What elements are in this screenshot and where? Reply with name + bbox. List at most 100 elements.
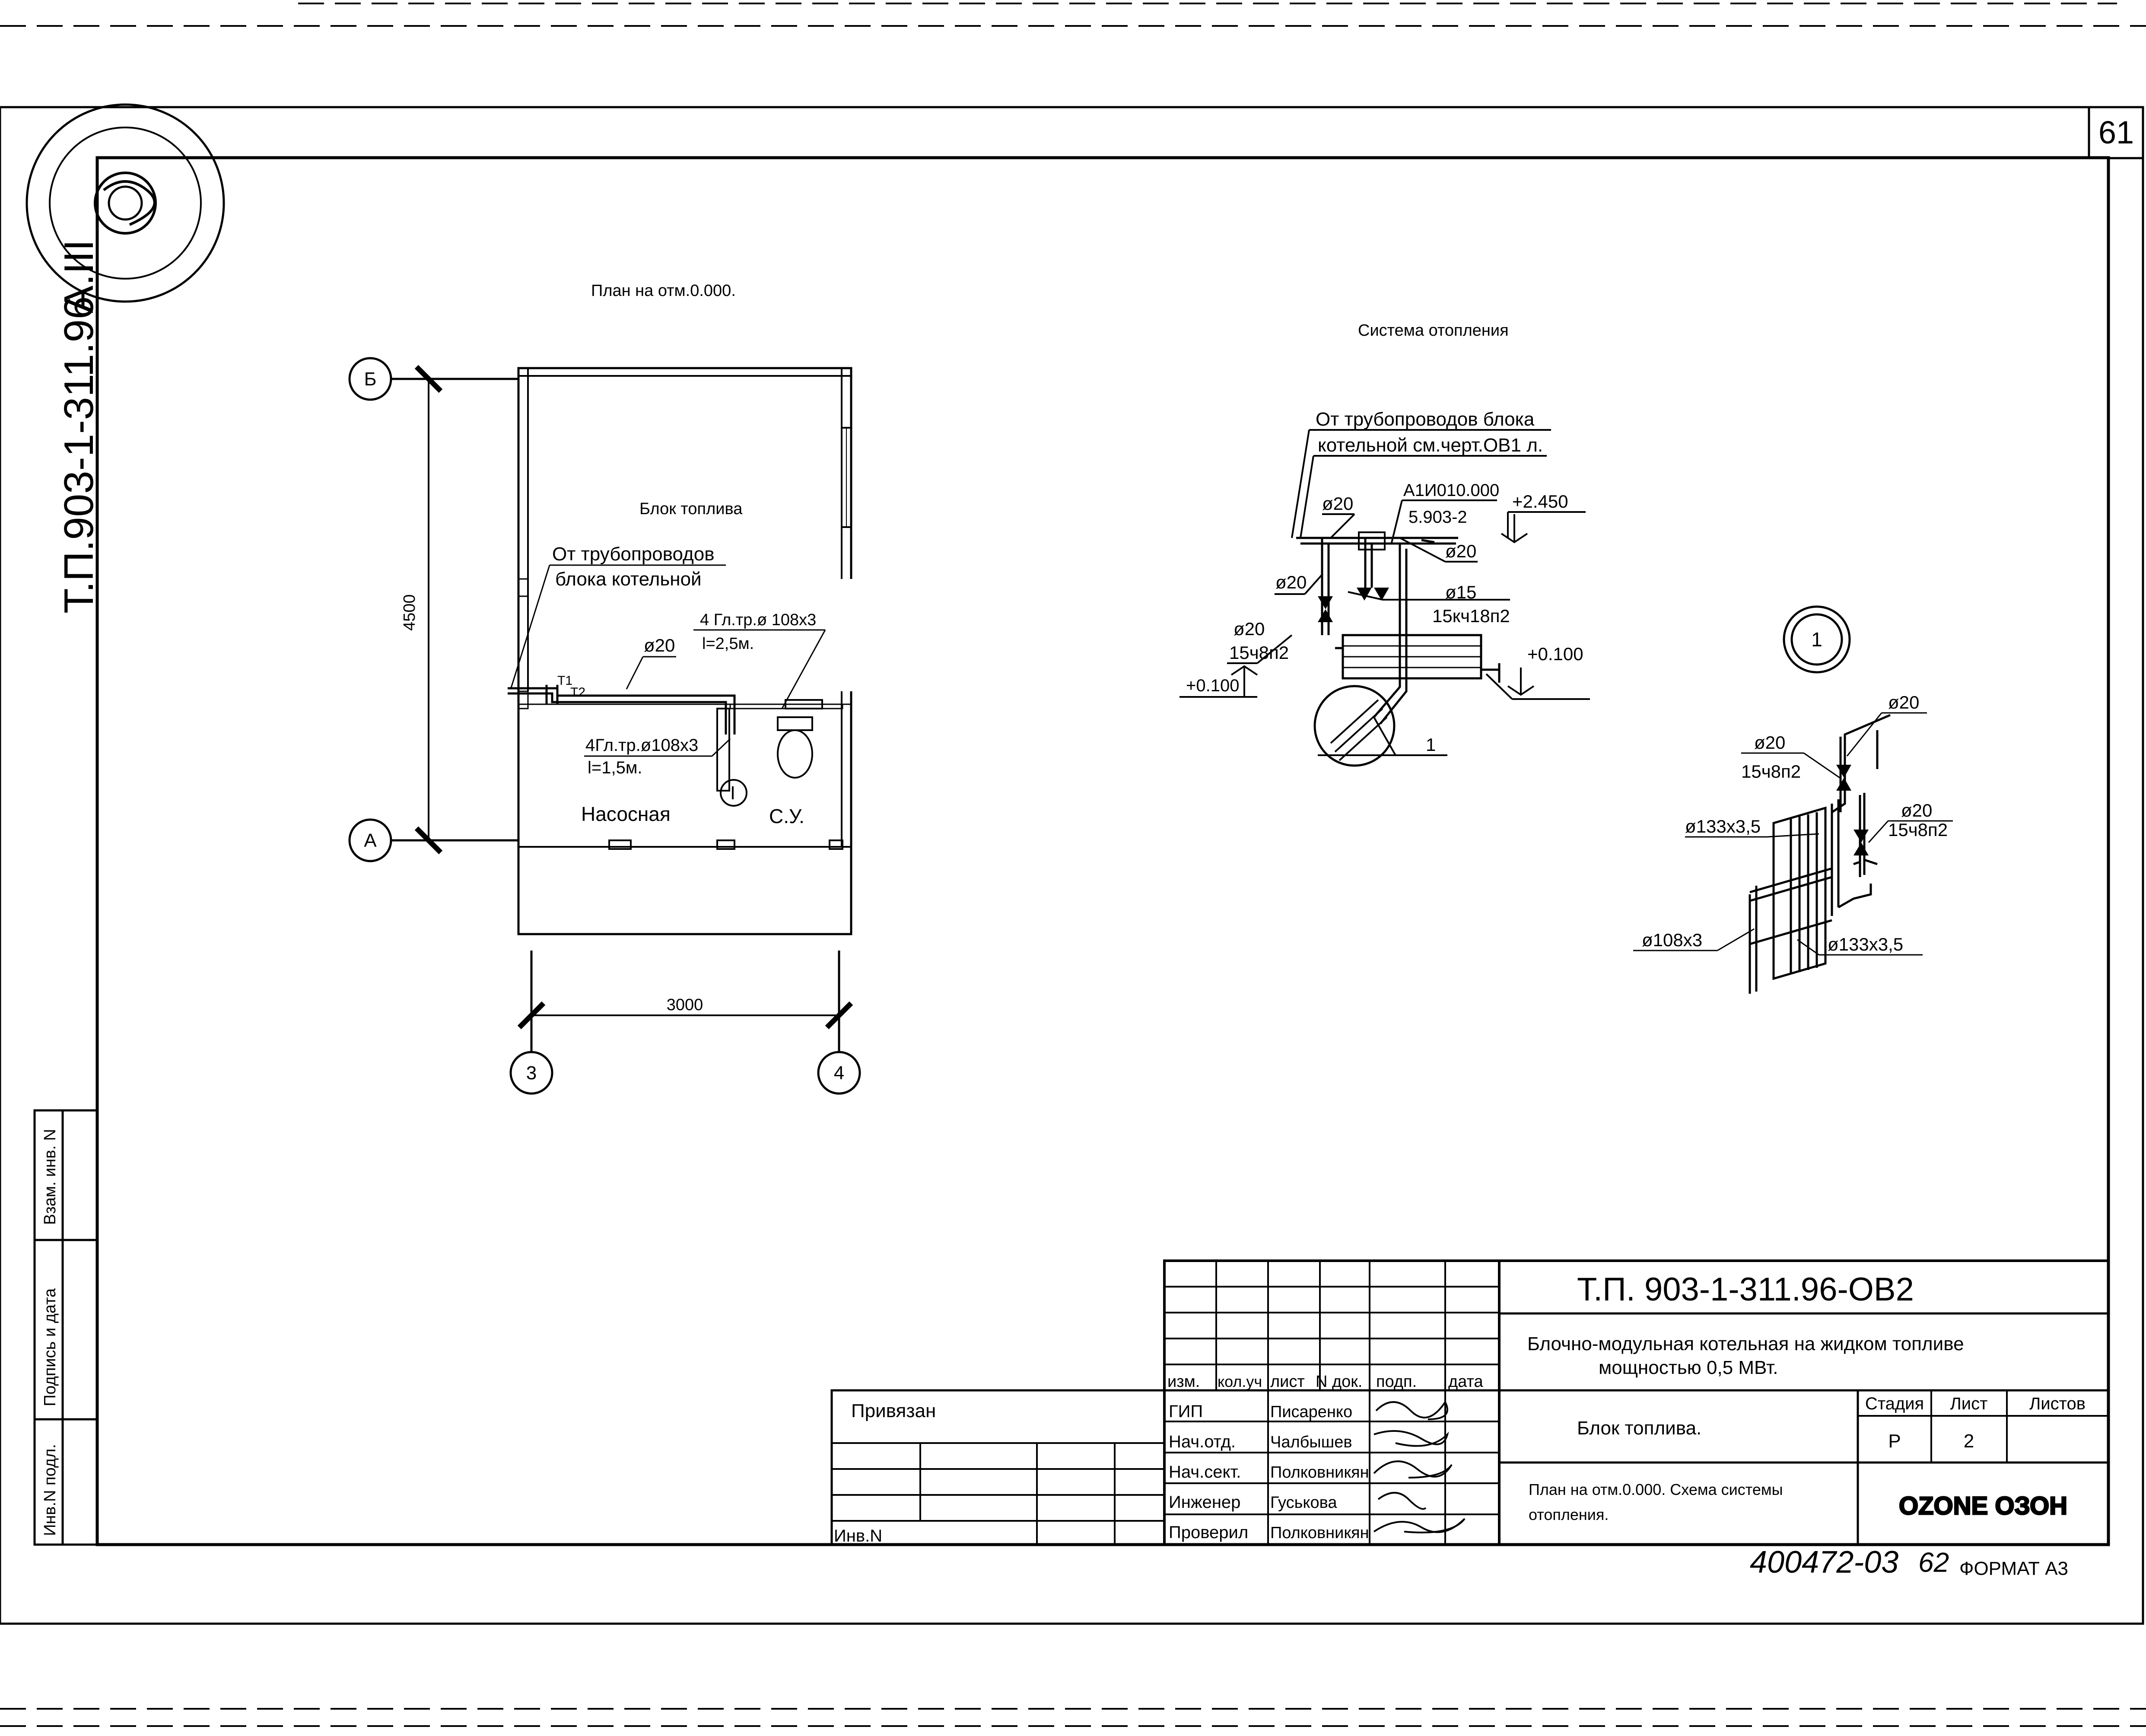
callout-number: 1 [1426, 734, 1436, 755]
side-album: А.III [56, 239, 102, 313]
hdr-ndok: N док. [1316, 1373, 1363, 1391]
elev-2450: +2.450 [1512, 491, 1568, 512]
plan-title: План на отм.0.000. [591, 282, 736, 300]
detail-leaders [1633, 712, 1953, 956]
handwritten-page: 62 [1918, 1547, 1949, 1578]
dim-4500: 4500 [401, 594, 419, 631]
pipe-upper-1: 4 Гл.тр.ø 108х3 [700, 611, 816, 629]
code-a1i010: А1И010.000 [1403, 481, 1499, 500]
drawing-name-1: План на отм.0.000. Схема системы [1529, 1481, 1783, 1498]
callout-hatch [1330, 699, 1388, 761]
d15: ø15 [1445, 582, 1476, 602]
floor-plan: План на отм.0.000. [348, 282, 861, 1095]
system-elev-marks [1180, 514, 1535, 698]
role-gip: ГИП [1169, 1402, 1203, 1421]
hdr-podp: подп. [1376, 1373, 1417, 1391]
role-proveril: Проверил [1169, 1523, 1248, 1542]
dim-3000: 3000 [667, 996, 703, 1014]
hdr-data: дата [1448, 1373, 1483, 1391]
left-label-inv: Инв.N подл. [41, 1444, 59, 1536]
room-pump: Насосная [581, 803, 671, 825]
detail-pipes [1749, 714, 1891, 994]
signatures [1373, 1400, 1466, 1533]
col-listov: Листов [2029, 1394, 2086, 1413]
detail-1: 1 [1633, 605, 1953, 994]
plan-walls [517, 367, 853, 935]
pipe-lower-2: l=1,5м. [588, 758, 642, 777]
col-stadiya: Стадия [1865, 1394, 1924, 1413]
detail-valves [1836, 765, 1869, 855]
side-code: Т.П.903-1-311.96 [56, 296, 102, 614]
hdr-list: лист [1270, 1373, 1305, 1391]
ozone-logo: OZONE ОЗОН [1898, 1491, 2068, 1521]
name-gip: Писаренко [1270, 1403, 1352, 1421]
stage-value: Р [1888, 1431, 1901, 1452]
wc-fixtures [720, 716, 813, 807]
tag-t1: Т1 [557, 674, 572, 688]
d20-top: ø20 [1322, 493, 1353, 514]
hdr-kol: кол.уч [1218, 1373, 1262, 1390]
name-inzhener: Гуськова [1270, 1494, 1337, 1512]
detail-d20-right: ø20 [1901, 800, 1932, 820]
detail-d133-top: ø133х3,5 [1685, 816, 1761, 836]
tag-t2: Т2 [570, 685, 585, 699]
page-number: 61 [2098, 114, 2134, 150]
name-nach-sekt: Полковникян [1270, 1463, 1369, 1482]
block-name: Блок топлива. [1577, 1418, 1701, 1439]
pipe-upper-2: l=2,5м. [702, 635, 754, 653]
elev-0100-left: +0.100 [1186, 676, 1239, 695]
project-title-1: Блочно-модульная котельная на жидком топ… [1527, 1333, 1964, 1354]
system-pipes [1296, 531, 1501, 725]
col-list: Лист [1950, 1394, 1988, 1413]
left-label-podpis: Подпись и дата [41, 1288, 59, 1406]
sheet-value: 2 [1964, 1431, 1974, 1452]
room-fuel-block: Блок топлива [639, 500, 743, 518]
left-label-vzam: Взам. инв. N [41, 1129, 59, 1225]
pipe-lower-1: 4Гл.тр.ø108х3 [585, 736, 698, 755]
role-nach-otd: Нач.отд. [1169, 1432, 1236, 1451]
valve-15kch18p2: 15кч18п2 [1432, 606, 1510, 626]
plan-leaders [510, 564, 826, 757]
format-label: ФОРМАТ А3 [1959, 1558, 2068, 1579]
system-valves [1318, 588, 1389, 622]
detail-d133-bottom: ø133х3,5 [1828, 934, 1903, 954]
axis-3-label: 3 [526, 1062, 537, 1084]
privyazan-label: Привязан [851, 1400, 936, 1421]
elev-0100-right: +0.100 [1527, 644, 1583, 664]
stamp-seal [25, 103, 225, 303]
sheet-frame [0, 106, 2144, 1625]
valve-15ch8p2-system: 15ч8п2 [1229, 642, 1289, 663]
detail-callout-circle [1313, 685, 1396, 767]
note-system-2: котельной см.черт.ОВ1 л. [1318, 435, 1543, 456]
drawing-name-2: отопления. [1529, 1506, 1609, 1523]
note-system-1: От трубопроводов блока [1316, 409, 1535, 430]
detail-bubble-outer [1783, 605, 1851, 674]
d20-right: ø20 [1445, 541, 1476, 561]
name-nach-otd: Чалбышев [1270, 1433, 1352, 1451]
stamp-header: изм. кол.уч лист N док. подп. дата [1167, 1373, 1483, 1391]
room-wc: С.У. [769, 805, 804, 827]
doc-code: Т.П. 903-1-311.96-ОВ2 [1577, 1271, 1914, 1308]
d20-mid: ø20 [1275, 572, 1307, 592]
detail-bubble-inner [1790, 613, 1843, 666]
note-from-pipes-2: блока котельной [555, 569, 702, 590]
plan-dimensions [414, 365, 853, 1030]
inv-n-label: Инв.N [834, 1526, 882, 1545]
handwritten-number: 400472-03 [1750, 1545, 1898, 1580]
code-5903: 5.903-2 [1408, 508, 1467, 527]
project-title-2: мощностью 0,5 МВт. [1599, 1357, 1778, 1378]
system-title: Система отопления [1358, 321, 1509, 340]
system-leaders [1227, 429, 1590, 756]
name-proveril: Полковникян [1270, 1524, 1369, 1542]
detail-d20-left: ø20 [1754, 732, 1785, 753]
plan-pipes [508, 685, 843, 734]
left-stamp-column [33, 1109, 99, 1546]
scan-edge-dashes [0, 3, 2146, 1727]
detail-d108: ø108х3 [1642, 930, 1702, 950]
d20-low: ø20 [1234, 619, 1265, 639]
axis-4-label: 4 [834, 1062, 844, 1084]
detail-valve-right: 15ч8п2 [1888, 820, 1948, 840]
logo-text: OZONE ОЗОН [1899, 1492, 2067, 1520]
role-nach-sekt: Нач.сект. [1169, 1463, 1241, 1482]
detail-valve-left: 15ч8п2 [1741, 761, 1801, 782]
